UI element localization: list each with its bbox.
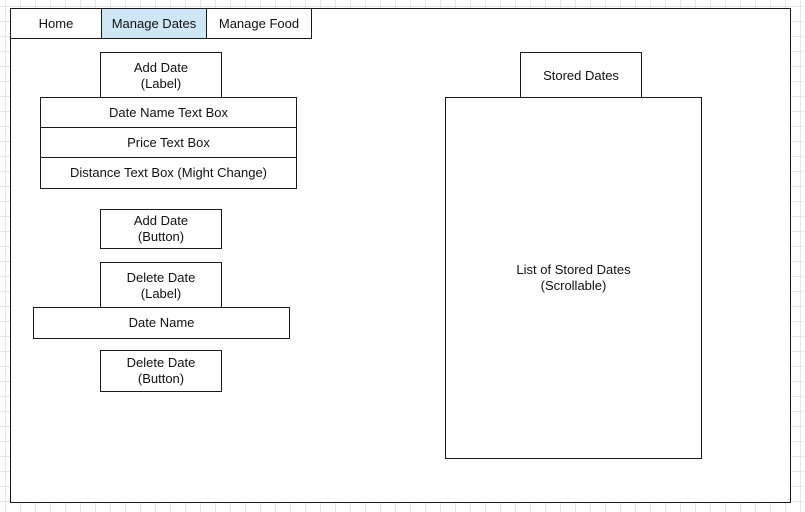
tab-manage-food[interactable]: Manage Food <box>206 8 312 39</box>
stored-dates-header: Stored Dates <box>520 52 642 99</box>
price-text-box[interactable]: Price Text Box <box>40 127 297 159</box>
delete-date-name-label: Date Name <box>128 315 195 330</box>
tab-manage-dates-label: Manage Dates <box>111 15 197 31</box>
delete-date-button[interactable]: Delete Date (Button) <box>100 350 222 392</box>
delete-date-name-text-box[interactable]: Date Name <box>33 307 290 339</box>
tab-home[interactable]: Home <box>10 8 102 39</box>
add-date-label-box: Add Date (Label) <box>100 52 222 99</box>
add-date-button-label: Add Date (Button) <box>133 213 189 244</box>
distance-text-box-label: Distance Text Box (Might Change) <box>69 165 268 180</box>
distance-text-box[interactable]: Distance Text Box (Might Change) <box>40 157 297 189</box>
stored-dates-list[interactable]: List of Stored Dates (Scrollable) <box>445 97 702 459</box>
delete-date-button-label: Delete Date (Button) <box>126 355 196 386</box>
add-date-button[interactable]: Add Date (Button) <box>100 209 222 249</box>
date-name-text-box[interactable]: Date Name Text Box <box>40 97 297 129</box>
tab-home-label: Home <box>38 15 74 31</box>
delete-date-label: Delete Date (Label) <box>126 269 196 301</box>
stored-dates-header-label: Stored Dates <box>543 67 619 83</box>
date-name-text-box-label: Date Name Text Box <box>109 105 228 120</box>
delete-date-label-box: Delete Date (Label) <box>100 262 222 309</box>
tab-manage-dates[interactable]: Manage Dates <box>101 8 207 39</box>
tab-manage-food-label: Manage Food <box>218 15 300 31</box>
price-text-box-label: Price Text Box <box>127 135 210 150</box>
stored-dates-list-label: List of Stored Dates (Scrollable) <box>516 262 631 293</box>
add-date-label: Add Date (Label) <box>133 59 189 91</box>
